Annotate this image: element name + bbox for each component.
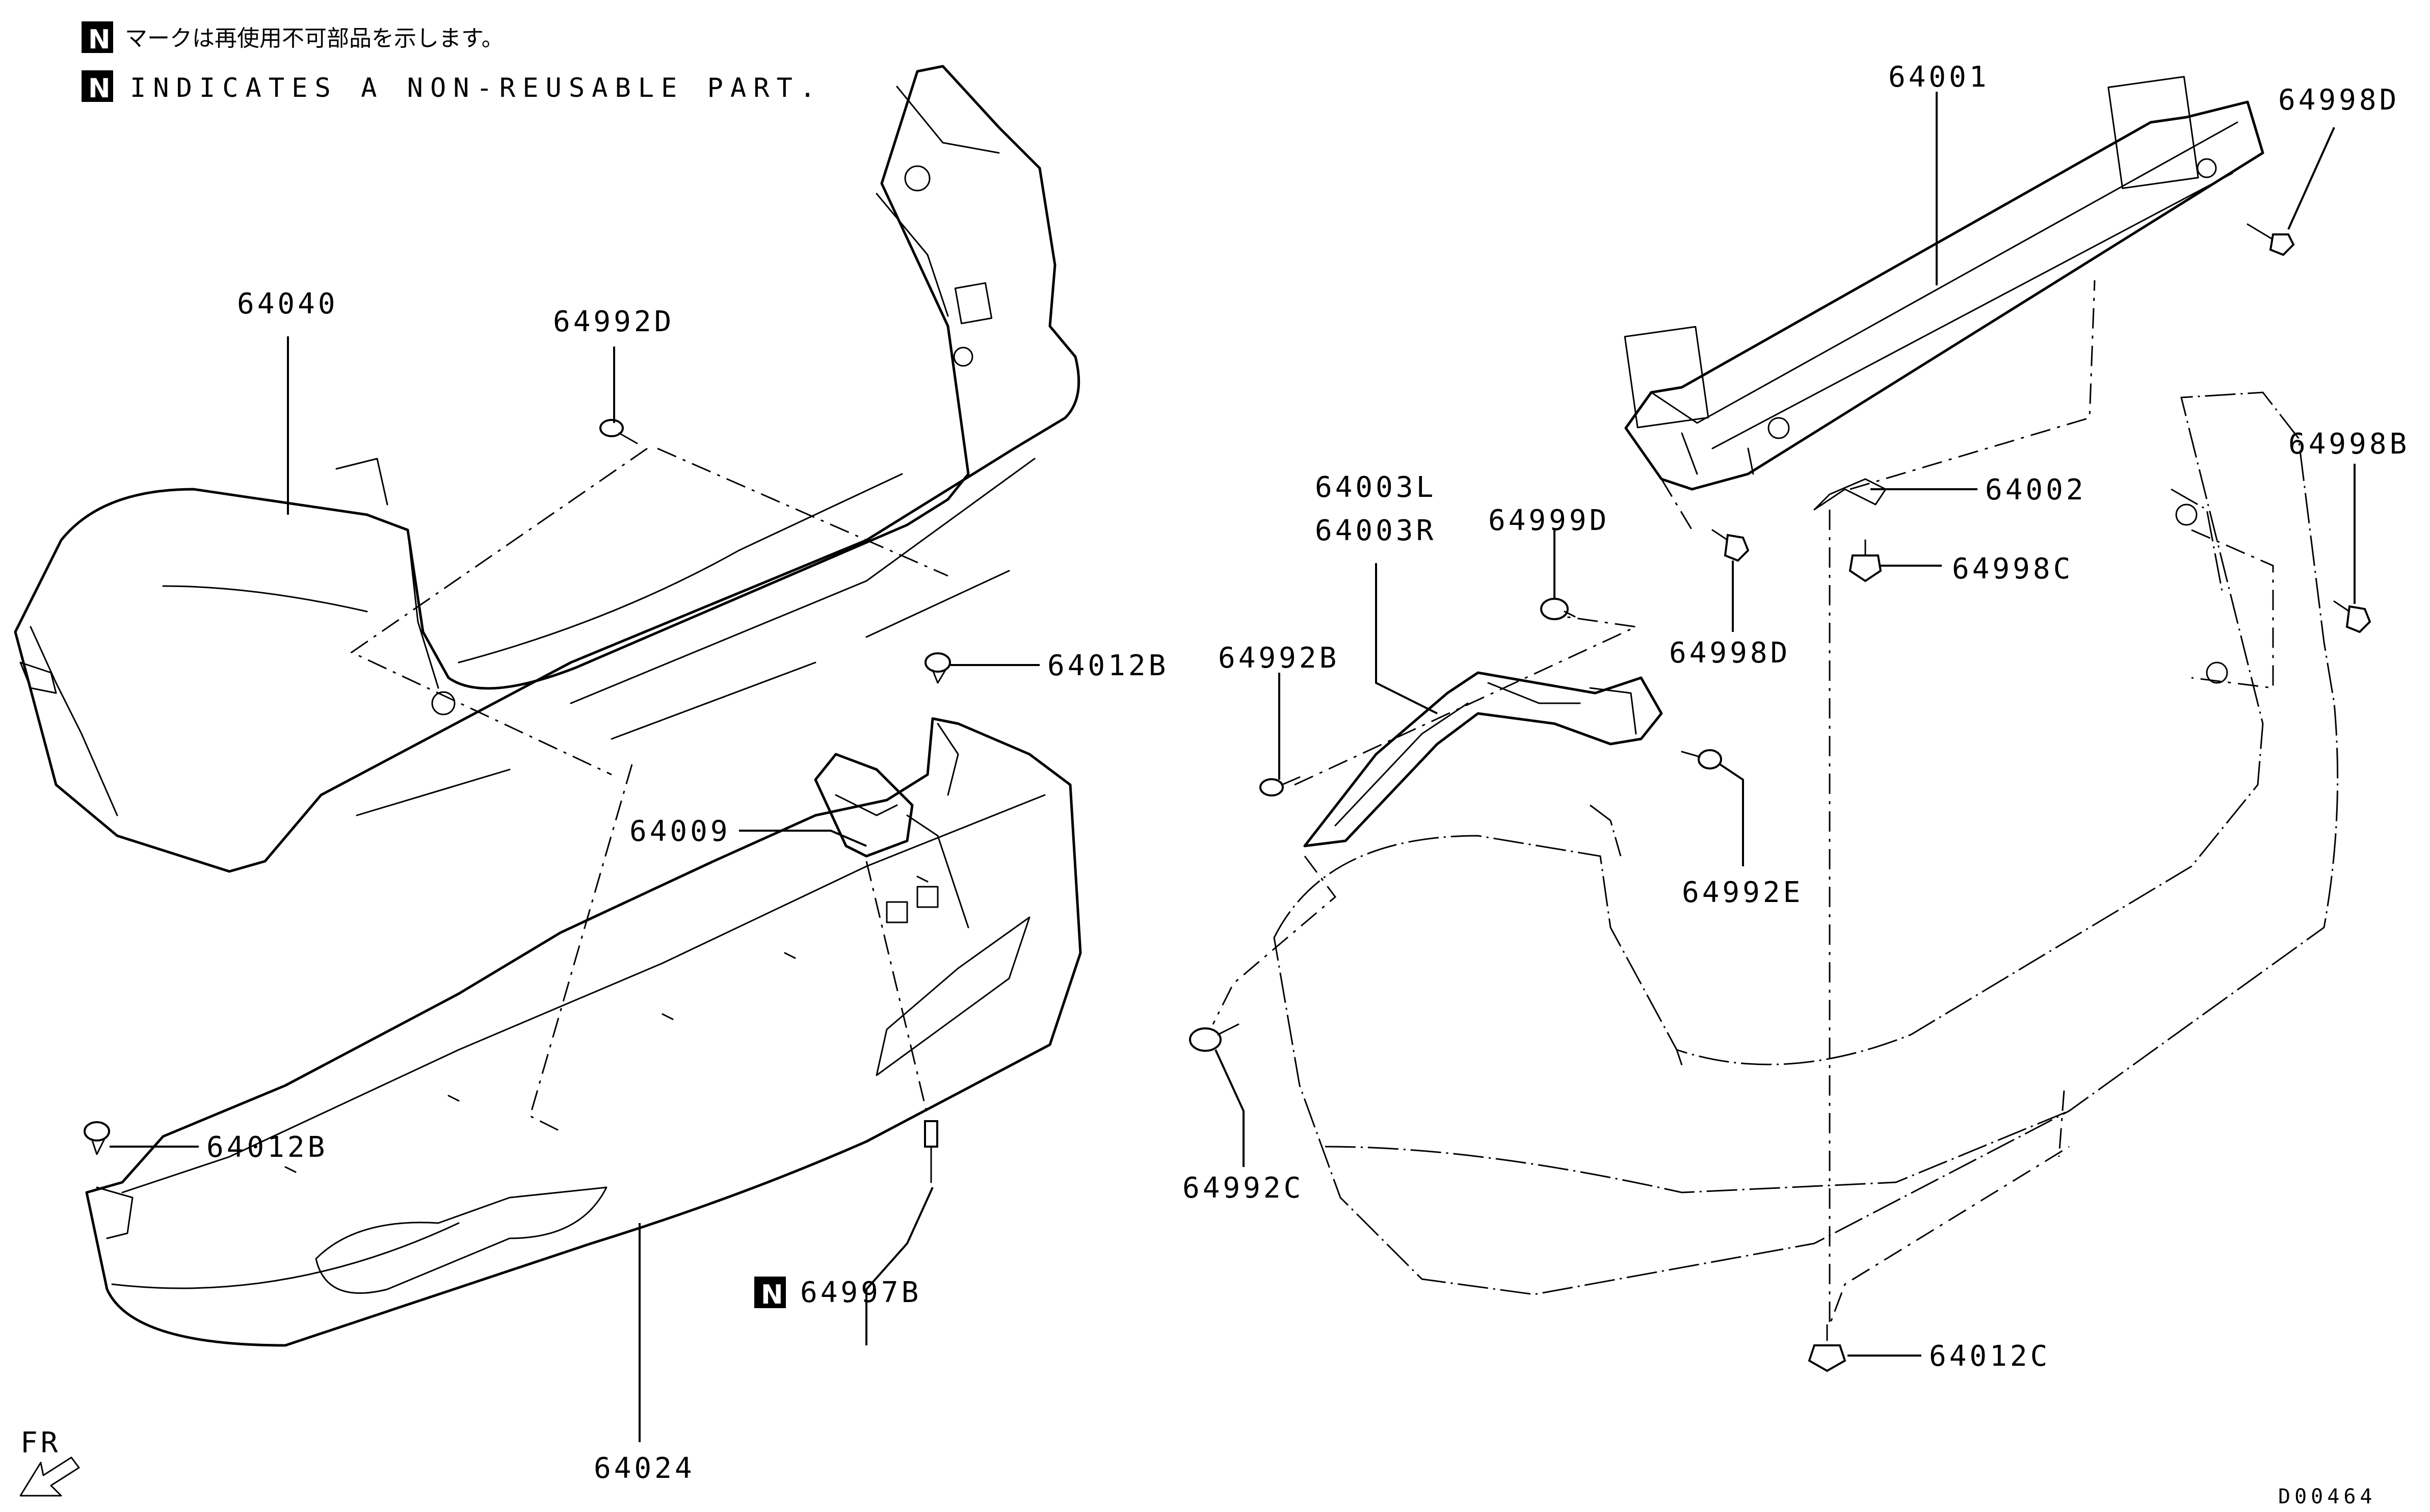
diagram-code: D00464 (2278, 1485, 2376, 1508)
fasteners (84, 223, 2371, 1372)
front-direction-marker: FR (19, 1426, 80, 1497)
label-64024: 64024 (594, 1452, 695, 1485)
note-english: INDICATES A NON-REUSABLE PART. (130, 73, 823, 103)
clip-64999D (1540, 598, 1576, 620)
badge-letter-2: N (88, 73, 111, 104)
non-reusable-badge-2 (82, 70, 113, 102)
label-64003R: 64003R (1315, 514, 1436, 547)
bolt-64992C (1189, 1023, 1239, 1052)
label-64997B: 64997B (800, 1276, 921, 1309)
reinforcement-beam (1624, 76, 2264, 491)
screw-64992B (1259, 776, 1301, 797)
label-64012B-left: 64012B (206, 1131, 328, 1164)
label-64012C: 64012C (1929, 1340, 2050, 1373)
non-reusable-badge-64997B (754, 1277, 786, 1308)
label-64992D: 64992D (553, 305, 674, 338)
bolt-64998D-top (2247, 223, 2295, 256)
leader-lines (110, 92, 2356, 1442)
clip-64012B-left (84, 1121, 110, 1155)
label-64001: 64001 (1888, 61, 1990, 94)
front-marker-label: FR (20, 1426, 61, 1460)
screw-64992E (1681, 749, 1722, 770)
badge-letter: N (88, 24, 111, 55)
front-arrow-icon (19, 1456, 80, 1497)
bolt-64998B (2333, 600, 2371, 633)
label-64992B: 64992B (1218, 642, 1339, 675)
label-64002: 64002 (1985, 473, 2086, 507)
screw-64992D (599, 419, 638, 444)
bracket-64002 (1813, 478, 1887, 511)
label-64999D: 64999D (1488, 504, 1609, 537)
label-64992E: 64992E (1682, 876, 1803, 909)
label-64998B: 64998B (2288, 428, 2410, 461)
bumper-fascia-lower (85, 717, 1082, 1347)
note-japanese: マークは再使用不可部品を示します。 (125, 25, 504, 51)
side-bracket-64003 (1303, 671, 1663, 847)
vehicle-body-phantom (1273, 391, 2339, 1295)
label-64998D-mid: 64998D (1669, 636, 1790, 670)
bolt-64998D-mid (1711, 529, 1750, 562)
label-64009: 64009 (629, 815, 731, 848)
bumper-fascia-upper (14, 65, 1080, 873)
part-labels: 64040 64992D 64001 64998D 64998B 64002 6… (206, 61, 2410, 1485)
legend: N マークは再使用不可部品を示します。 N INDICATES A NON-RE… (82, 21, 823, 104)
label-64998C: 64998C (1952, 552, 2073, 586)
label-64003L: 64003L (1315, 471, 1436, 504)
label-64992C: 64992C (1182, 1172, 1304, 1205)
assembly-lines (350, 280, 2274, 1325)
label-64040: 64040 (237, 287, 338, 321)
clip-64012C (1808, 1324, 1846, 1372)
label-64012B-top: 64012B (1047, 649, 1169, 682)
rivet-64997B (924, 1120, 938, 1183)
label-64998D-top: 64998D (2278, 84, 2399, 117)
bracket-64009 (814, 753, 914, 858)
non-reusable-badge (82, 21, 113, 53)
clip-64012B-top (925, 652, 951, 684)
bolt-64998C (1848, 539, 1882, 582)
badge-letter-64997B: N (761, 1280, 783, 1310)
